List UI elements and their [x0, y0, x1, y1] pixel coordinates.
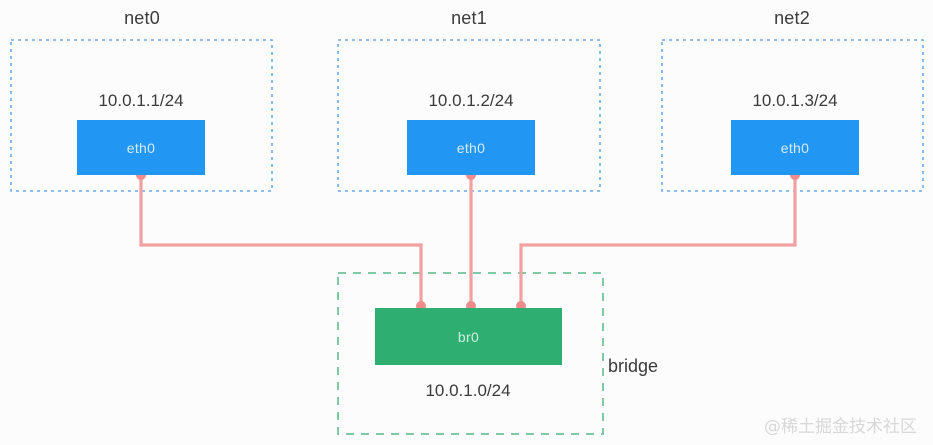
watermark: @稀土掘金技术社区 — [764, 417, 917, 437]
namespace-box-net2 — [661, 39, 924, 192]
ip-label-net0: 10.0.1.1/24 — [98, 91, 184, 110]
interface-box-net2-eth0[interactable]: eth0 — [731, 120, 859, 175]
bridge-subnet-label: 10.0.1.0/24 — [425, 381, 511, 400]
namespace-label-net2: net2 — [774, 8, 810, 28]
namespace-label-net0: net0 — [124, 8, 160, 28]
link-net0-to-br0 — [139, 176, 423, 305]
bridge-container-box — [337, 272, 604, 435]
namespace-box-net1 — [337, 39, 601, 192]
bridge-interface-box-br0[interactable]: br0 — [375, 308, 562, 365]
ip-label-net2: 10.0.1.3/24 — [752, 91, 838, 110]
namespace-box-net0 — [10, 39, 273, 192]
interface-box-net0-eth0[interactable]: eth0 — [77, 120, 205, 175]
ip-label-net1: 10.0.1.2/24 — [428, 91, 514, 110]
link-net2-to-br0 — [519, 176, 797, 305]
namespace-label-net1: net1 — [451, 8, 487, 28]
interface-box-net1-eth0[interactable]: eth0 — [407, 120, 535, 175]
bridge-label: bridge — [608, 356, 659, 376]
